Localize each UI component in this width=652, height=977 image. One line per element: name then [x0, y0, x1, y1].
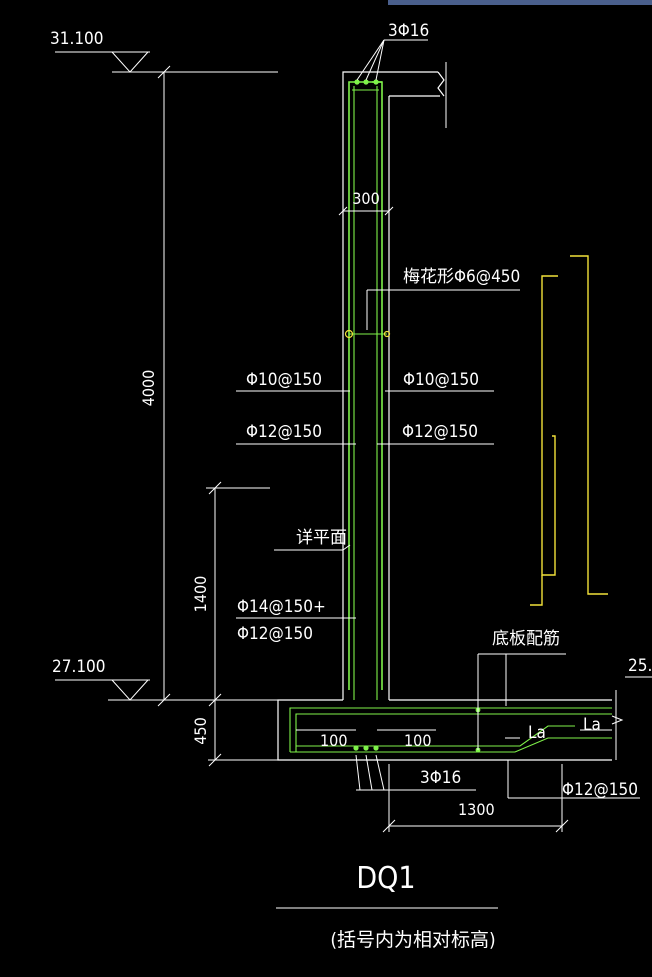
level-mark-top: 31.100 [50, 29, 278, 73]
label-bottom-right-text: Φ12@150 [562, 780, 638, 800]
dim-base-offsets: 100 100 [296, 729, 436, 750]
top-accent-bar [388, 0, 652, 5]
level-top-text: 31.100 [50, 29, 104, 49]
concrete-outline [277, 62, 624, 761]
label-bottom-right: Φ12@150 [507, 760, 640, 800]
label-base-rebar: 底板配筋 [477, 629, 566, 750]
label-top-bars-text: 3Φ16 [388, 21, 429, 41]
adjacent-yellow-element [530, 255, 608, 606]
title-block: DQ1 (括号内为相对标高) [276, 861, 498, 951]
dim-lower-height: 1400 450 [191, 481, 278, 767]
wall-rebar [344, 79, 391, 700]
dim-total-height: 4000 [139, 65, 171, 707]
label-la-left: La [528, 723, 546, 743]
dim-wall-thickness-text: 300 [352, 189, 379, 208]
label-right-inner: Φ12@150 [402, 422, 478, 442]
label-extra-line1: Φ14@150+ [237, 597, 326, 617]
label-plan-ref-text: 详平面 [296, 528, 347, 548]
label-left-inner: Φ12@150 [246, 422, 322, 442]
drawing-note: (括号内为相对标高) [330, 929, 495, 951]
label-la: La La [505, 715, 612, 743]
dim-base-length: 1300 [382, 764, 569, 833]
drawing-title: DQ1 [356, 861, 415, 896]
label-extra-line2: Φ12@150 [237, 624, 313, 644]
dim-lower-height-text: 1400 [191, 576, 210, 613]
label-ties-text: 梅花形Φ6@450 [403, 267, 520, 287]
label-la-right: La [583, 715, 601, 735]
level-mark-mid: 27.100 [52, 657, 278, 701]
dim-total-height-text: 4000 [139, 370, 158, 407]
label-inner-bars: Φ12@150 Φ12@150 [236, 422, 494, 445]
dim-base-right-text: 100 [404, 731, 431, 750]
level-mid-text: 27.100 [52, 657, 106, 677]
dim-wall-thickness: 300 [338, 189, 394, 216]
label-ties: 梅花形Φ6@450 [366, 267, 520, 330]
level-mark-right: 25. [625, 656, 652, 678]
label-bottom-bars-text: 3Φ16 [420, 768, 461, 788]
label-right-outer: Φ10@150 [403, 370, 479, 390]
label-base-rebar-text: 底板配筋 [492, 629, 560, 649]
label-bottom-bars: 3Φ16 [355, 754, 476, 791]
dim-base-length-text: 1300 [458, 800, 495, 819]
level-right-text: 25. [628, 656, 652, 676]
label-left-outer: Φ10@150 [246, 370, 322, 390]
label-top-bars: 3Φ16 [356, 21, 429, 81]
dim-base-left-text: 100 [320, 731, 347, 750]
dim-base-thickness-text: 450 [191, 717, 210, 744]
label-plan-ref: 详平面 [274, 528, 351, 551]
label-outer-bars: Φ10@150 Φ10@150 [236, 370, 494, 392]
label-extra-bars: Φ14@150+ Φ12@150 [236, 597, 356, 644]
